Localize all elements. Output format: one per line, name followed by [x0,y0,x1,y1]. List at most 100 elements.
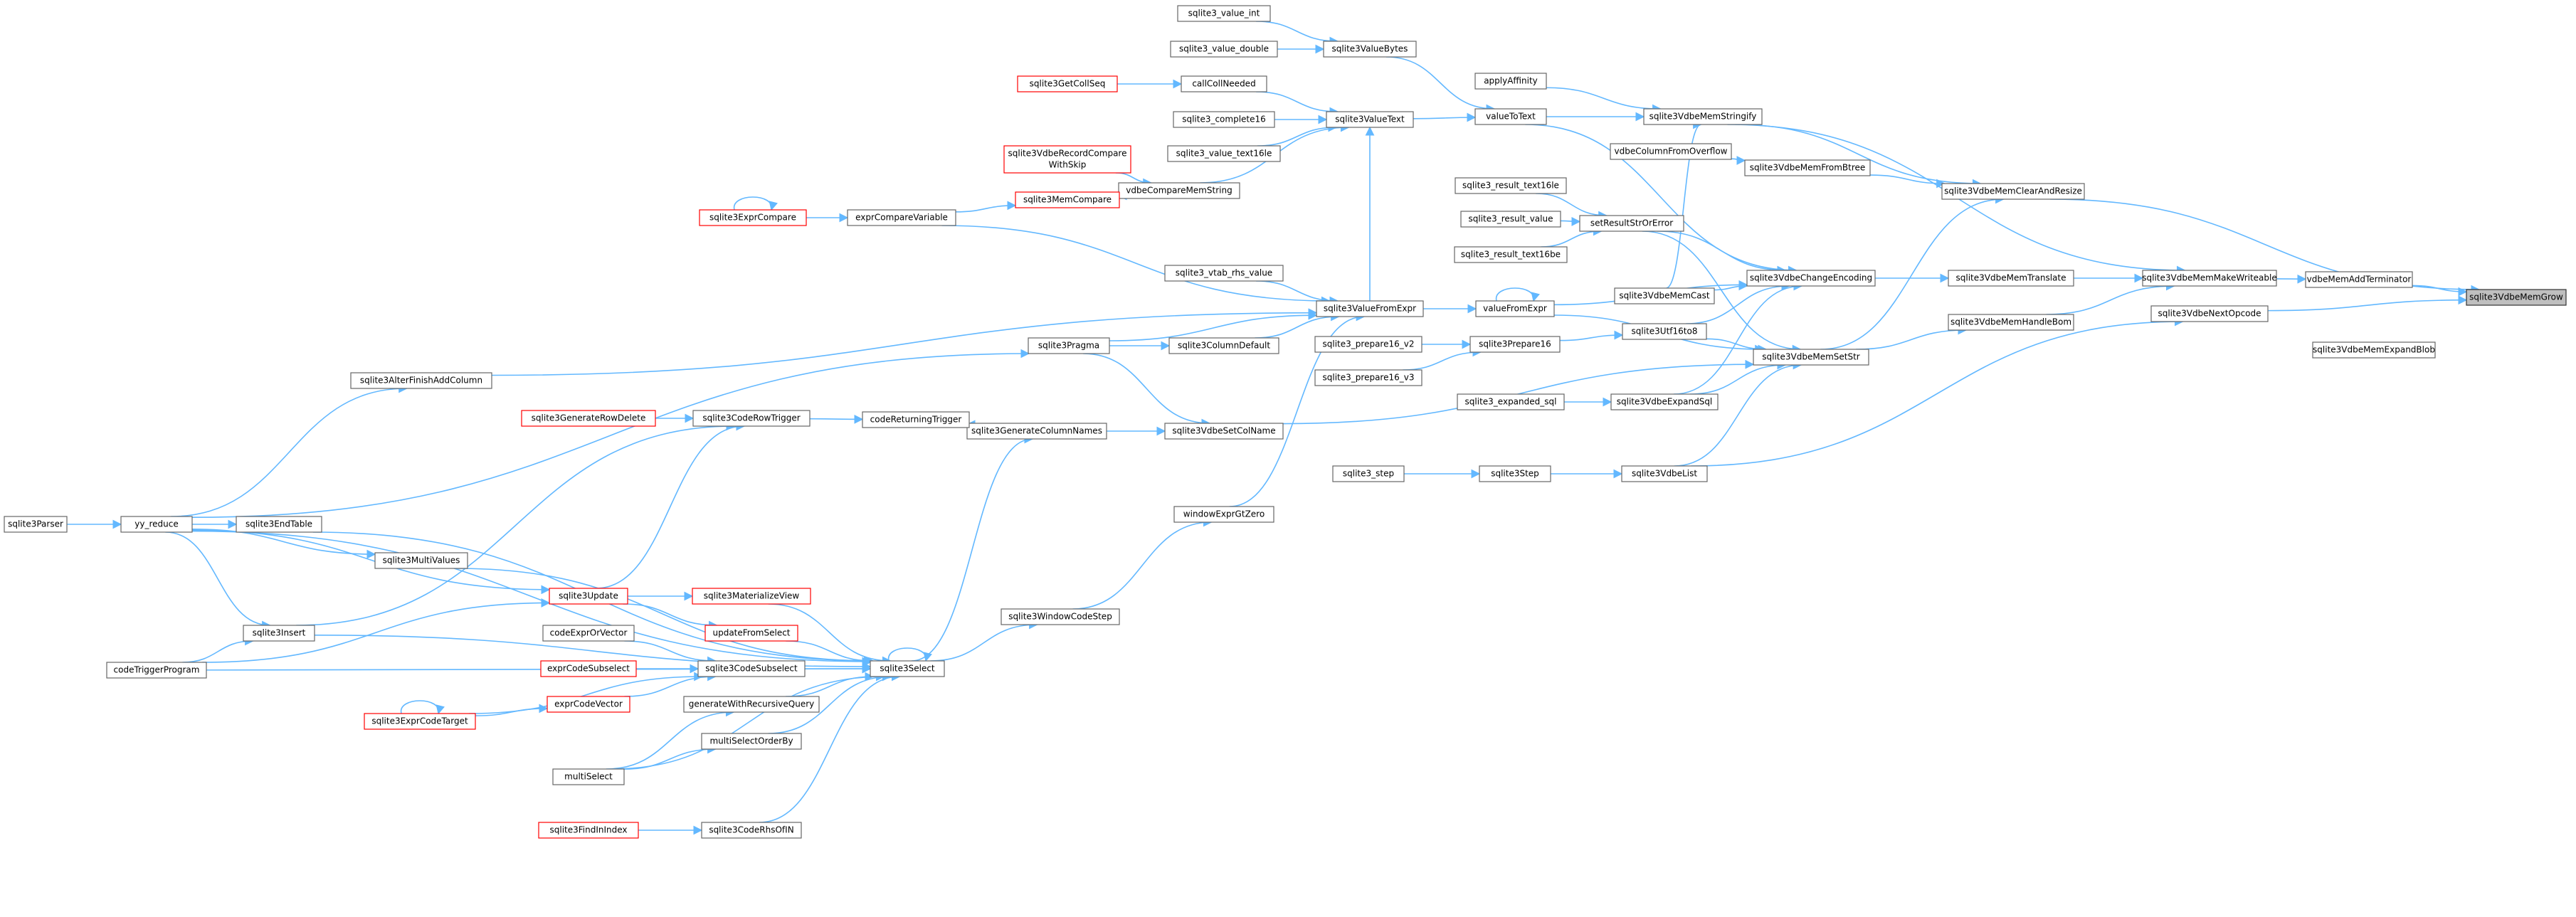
node-sqlite3_result_text16le[interactable]: sqlite3_result_text16le [1455,177,1567,194]
node-sqlite3MaterializeView[interactable]: sqlite3MaterializeView [692,588,811,605]
node-sqlite3EndTable[interactable]: sqlite3EndTable [236,516,322,533]
node-sqlite3VdbeNextOpcode[interactable]: sqlite3VdbeNextOpcode [2150,305,2269,322]
node-sqlite3GenerateRowDelete[interactable]: sqlite3GenerateRowDelete [521,410,656,427]
node-exprCodeSubselect[interactable]: exprCodeSubselect [540,660,637,677]
node-sqlite3VdbeMemHandleBom[interactable]: sqlite3VdbeMemHandleBom [1948,314,2074,331]
node-sqlite3VdbeSetColName[interactable]: sqlite3VdbeSetColName [1164,423,1284,440]
node-vdbeMemAddTerminator[interactable]: vdbeMemAddTerminator [2305,271,2413,288]
node-label: codeTriggerProgram [114,665,200,675]
node-sqlite3AlterFinishAddColumn[interactable]: sqlite3AlterFinishAddColumn [350,372,492,389]
node-valueFromExpr[interactable]: valueFromExpr [1475,300,1555,317]
edge-layer [67,21,2481,835]
node-sqlite3_value_double[interactable]: sqlite3_value_double [1170,41,1278,58]
edge-sqlite3_vtab_rhs_value-to-sqlite3ValueFromExpr [1256,280,1339,306]
node-sqlite3VdbeMemMakeWriteable[interactable]: sqlite3VdbeMemMakeWriteable [2142,270,2277,287]
node-box [1323,41,1417,58]
node-sqlite3VdbeMemStringify[interactable]: sqlite3VdbeMemStringify [1643,108,1763,125]
node-sqlite3_complete16[interactable]: sqlite3_complete16 [1173,111,1275,128]
node-label: sqlite3Update [559,591,618,601]
node-sqlite3VdbeMemExpandBlob[interactable]: sqlite3VdbeMemExpandBlob [2312,341,2436,359]
node-sqlite3ExprCompare[interactable]: sqlite3ExprCompare [699,209,807,226]
node-box [547,696,630,713]
node-sqlite3Step[interactable]: sqlite3Step [1479,465,1551,482]
node-codeReturningTrigger[interactable]: codeReturningTrigger [862,411,970,428]
node-setResultStrOrError[interactable]: setResultStrOrError [1579,215,1684,232]
node-sqlite3_value_text16le[interactable]: sqlite3_value_text16le [1167,145,1281,162]
node-sqlite3ValueBytes[interactable]: sqlite3ValueBytes [1323,41,1417,58]
node-codeTriggerProgram[interactable]: codeTriggerProgram [106,662,207,679]
node-box [2305,271,2413,288]
node-label: setResultStrOrError [1590,218,1673,228]
node-label: yy_reduce [134,519,178,529]
node-exprCodeVector[interactable]: exprCodeVector [547,696,630,713]
node-box [1173,111,1275,128]
node-sqlite3GenerateColumnNames[interactable]: sqlite3GenerateColumnNames [966,423,1107,440]
node-sqlite3CodeRhsOfIN[interactable]: sqlite3CodeRhsOfIN [701,822,802,839]
node-sqlite3Insert[interactable]: sqlite3Insert [243,625,315,642]
node-sqlite3_step[interactable]: sqlite3_step [1332,465,1405,482]
node-sqlite3_prepare16_v2[interactable]: sqlite3_prepare16_v2 [1314,336,1422,353]
node-box [1460,211,1561,228]
node-sqlite3_prepare16_v3[interactable]: sqlite3_prepare16_v3 [1314,369,1422,386]
node-sqlite3_vtab_rhs_value[interactable]: sqlite3_vtab_rhs_value [1164,265,1284,282]
node-vdbeCompareMemString[interactable]: vdbeCompareMemString [1118,182,1240,199]
edge-sqlite3Pragma-to-sqlite3ValueFromExpr [1109,310,1318,341]
node-sqlite3ValueFromExpr[interactable]: sqlite3ValueFromExpr [1316,300,1424,317]
node-sqlite3GetCollSeq[interactable]: sqlite3GetCollSeq [1017,75,1118,92]
node-vdbeColumnFromOverflow[interactable]: vdbeColumnFromOverflow [1610,143,1732,160]
node-sqlite3ColumnDefault[interactable]: sqlite3ColumnDefault [1168,337,1279,354]
node-codeExprOrVector[interactable]: codeExprOrVector [542,625,635,642]
node-sqlite3VdbeMemCast[interactable]: sqlite3VdbeMemCast [1614,287,1715,304]
node-box [120,516,193,533]
node-sqlite3VdbeMemTranslate[interactable]: sqlite3VdbeMemTranslate [1948,270,2074,287]
node-multiSelect[interactable]: multiSelect [552,768,625,785]
node-windowExprGtZero[interactable]: windowExprGtZero [1173,506,1274,523]
node-sqlite3VdbeChangeEncoding[interactable]: sqlite3VdbeChangeEncoding [1746,270,1876,287]
node-label: sqlite3Step [1491,469,1539,479]
node-sqlite3ValueText[interactable]: sqlite3ValueText [1326,111,1414,128]
node-sqlite3_value_int[interactable]: sqlite3_value_int [1177,5,1271,22]
node-sqlite3Parser[interactable]: sqlite3Parser [4,516,68,533]
node-label: WithSkip [1049,160,1087,170]
node-box [1948,270,2074,287]
node-sqlite3VdbeList[interactable]: sqlite3VdbeList [1621,465,1708,482]
node-sqlite3WindowCodeStep[interactable]: sqlite3WindowCodeStep [1001,608,1120,625]
edge-sqlite3VdbeExpandSql-to-sqlite3VdbeMemSetStr [1689,360,1787,395]
node-label: sqlite3_prepare16_v3 [1323,373,1415,383]
node-box [364,713,476,730]
node-sqlite3VdbeMemSetStr[interactable]: sqlite3VdbeMemSetStr [1753,349,1869,366]
node-valueToText[interactable]: valueToText [1474,108,1547,125]
node-label: sqlite3GenerateColumnNames [971,426,1102,436]
node-sqlite3Prepare16[interactable]: sqlite3Prepare16 [1469,336,1561,353]
node-sqlite3VdbeMemFromBtree[interactable]: sqlite3VdbeMemFromBtree [1744,159,1871,176]
node-sqlite3_result_text16be[interactable]: sqlite3_result_text16be [1454,246,1568,263]
node-sqlite3Pragma[interactable]: sqlite3Pragma [1028,337,1110,354]
node-sqlite3CodeSubselect[interactable]: sqlite3CodeSubselect [697,660,806,677]
node-sqlite3VdbeMemClearAndResize[interactable]: sqlite3VdbeMemClearAndResize [1941,183,2085,200]
node-sqlite3VdbeMemGrow[interactable]: sqlite3VdbeMemGrow [2466,289,2567,306]
edge-sqlite3VdbeMemCast-to-sqlite3VdbeMemStringify [1666,120,1702,289]
node-sqlite3ExprCodeTarget[interactable]: sqlite3ExprCodeTarget [364,713,476,730]
node-sqlite3Select[interactable]: sqlite3Select [870,660,945,677]
node-multiSelectOrderBy[interactable]: multiSelectOrderBy [701,733,802,750]
node-sqlite3MemCompare[interactable]: sqlite3MemCompare [1015,191,1120,208]
node-sqlite3VdbeExpandSql[interactable]: sqlite3VdbeExpandSql [1610,393,1719,410]
edge-sqlite3VdbeNextOpcode-to-sqlite3VdbeMemGrow [2267,295,2468,312]
node-sqlite3Utf16to8[interactable]: sqlite3Utf16to8 [1622,323,1707,340]
node-label: sqlite3VdbeMemFromBtree [1750,163,1866,173]
node-callCollNeeded[interactable]: callCollNeeded [1181,75,1267,92]
node-updateFromSelect[interactable]: updateFromSelect [704,625,798,642]
node-sqlite3MultiValues[interactable]: sqlite3MultiValues [374,552,468,569]
node-yy_reduce[interactable]: yy_reduce [120,516,193,533]
node-applyAffinity[interactable]: applyAffinity [1474,73,1547,90]
node-sqlite3_expanded_sql[interactable]: sqlite3_expanded_sql [1457,393,1565,410]
node-sqlite3Update[interactable]: sqlite3Update [549,588,628,605]
node-box [1177,5,1271,22]
node-generateWithRecursiveQuery[interactable]: generateWithRecursiveQuery [683,696,820,713]
node-sqlite3FindInIndex[interactable]: sqlite3FindInIndex [538,822,639,839]
node-exprCompareVariable[interactable]: exprCompareVariable [847,209,956,226]
node-sqlite3CodeRowTrigger[interactable]: sqlite3CodeRowTrigger [692,410,811,427]
node-sqlite3_result_value[interactable]: sqlite3_result_value [1460,211,1561,228]
edge-yy_reduce-to-sqlite3Insert [165,531,271,630]
